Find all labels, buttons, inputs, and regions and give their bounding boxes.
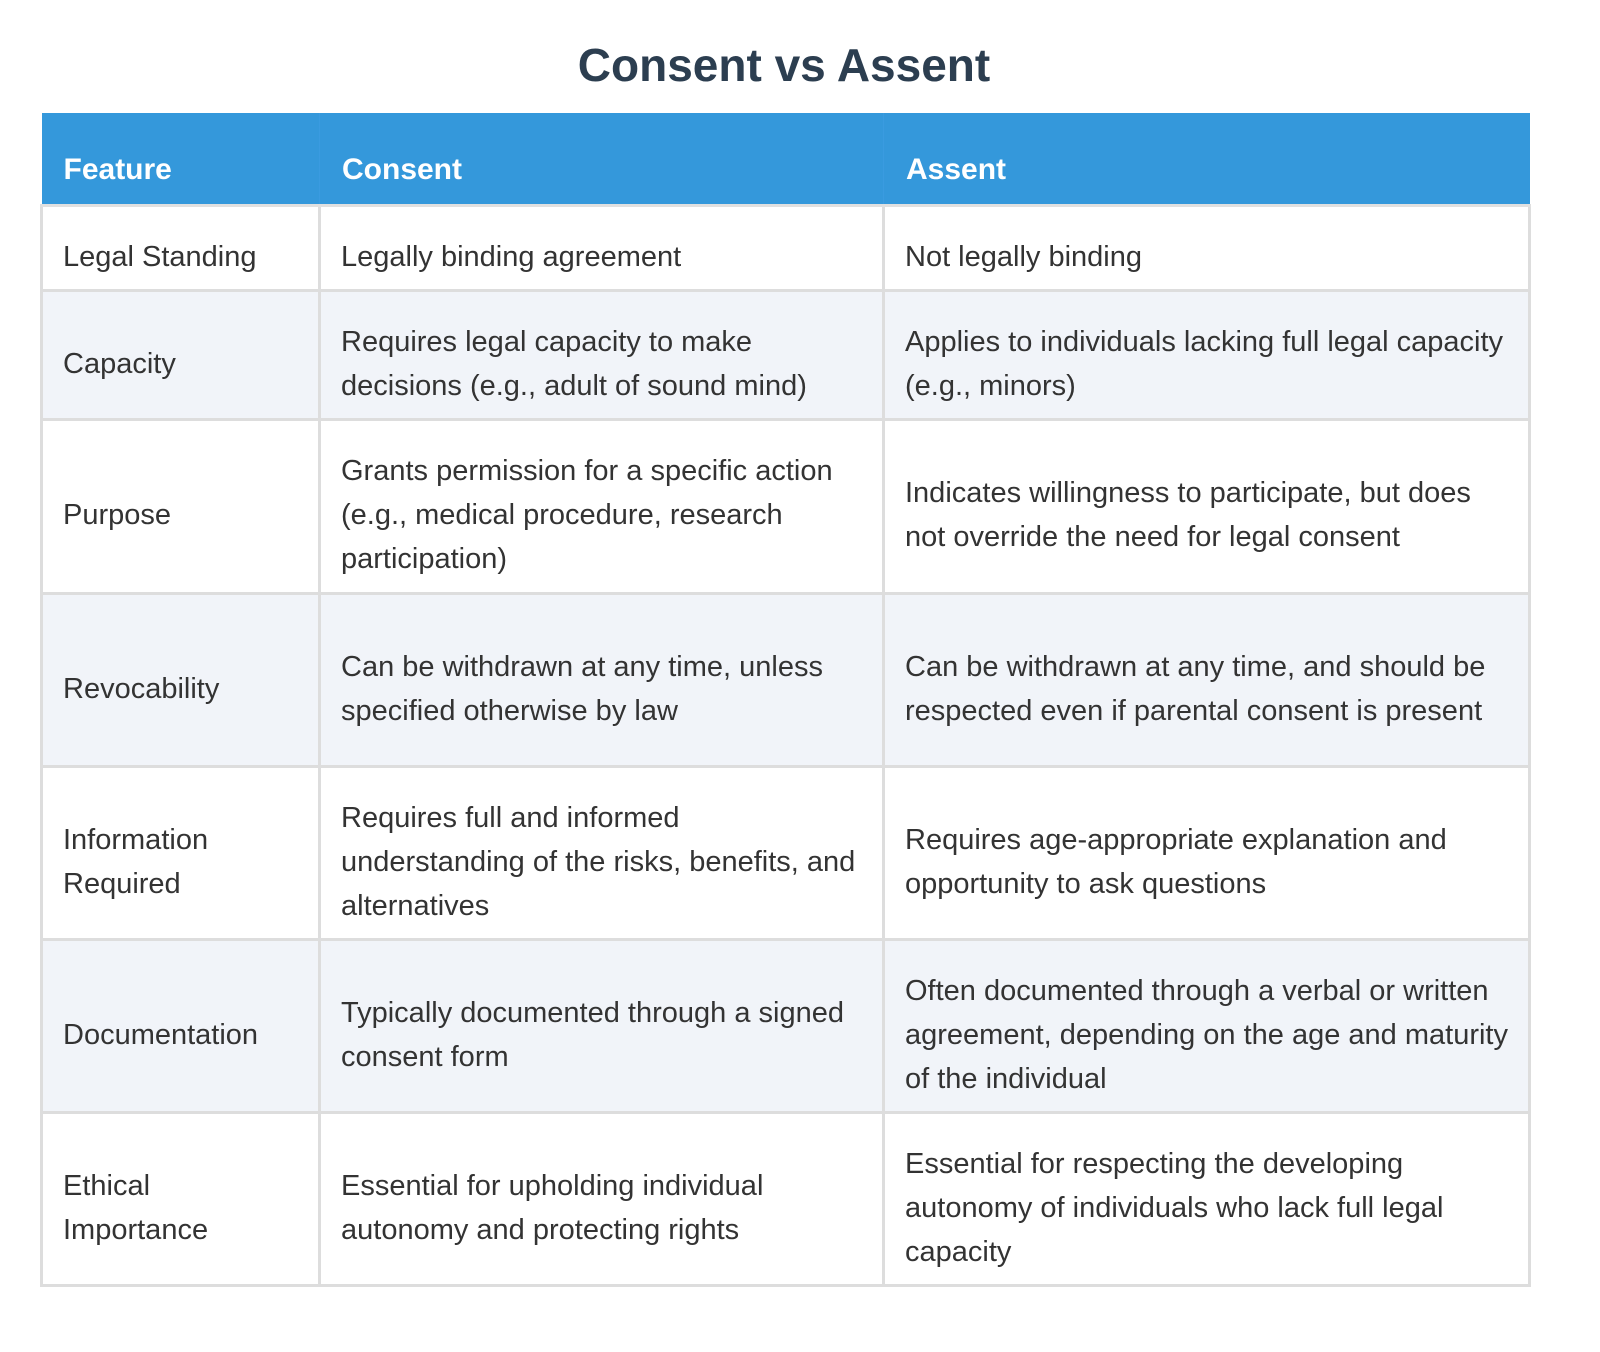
assent-cell: Often documented through a verbal or wri… <box>882 937 1531 1114</box>
page-title: Consent vs Assent <box>577 39 991 91</box>
consent-cell: Legally binding agreement <box>318 203 885 292</box>
consent-cell: Requires full and informed understanding… <box>318 764 885 941</box>
assent-cell: Applies to individuals lacking full lega… <box>882 288 1531 421</box>
table-row: Ethical Importance Essential for upholdi… <box>40 1110 1531 1287</box>
column-header-feature: Feature <box>41 113 320 207</box>
table-header-row: Feature Consent Assent <box>41 113 1530 207</box>
table-row: Capacity Requires legal capacity to make… <box>40 288 1531 421</box>
table-row: Documentation Typically documented throu… <box>40 937 1531 1114</box>
assent-cell: Requires age-appropriate explanation and… <box>882 764 1531 941</box>
column-header-consent: Consent <box>319 113 884 207</box>
assent-cell: Essential for respecting the developing … <box>882 1110 1531 1287</box>
feature-cell: Information Required <box>40 764 321 941</box>
consent-cell: Can be withdrawn at any time, unless spe… <box>318 591 885 768</box>
consent-cell: Grants permission for a specific action … <box>318 417 885 595</box>
feature-cell: Ethical Importance <box>40 1110 321 1287</box>
consent-cell: Essential for upholding individual auton… <box>318 1110 885 1287</box>
feature-cell: Revocability <box>40 591 321 768</box>
assent-cell: Indicates willingness to participate, bu… <box>882 417 1531 595</box>
table-row: Information Required Requires full and i… <box>40 764 1531 941</box>
column-header-assent: Assent <box>883 113 1530 207</box>
consent-cell: Requires legal capacity to make decision… <box>318 288 885 421</box>
assent-cell: Not legally binding <box>882 203 1531 292</box>
table-row: Purpose Grants permission for a specific… <box>40 417 1531 595</box>
feature-cell: Purpose <box>40 417 321 595</box>
comparison-table: Feature Consent Assent Legal Standing Le… <box>40 113 1531 1287</box>
table-row: Revocability Can be withdrawn at any tim… <box>40 591 1531 768</box>
feature-cell: Capacity <box>40 288 321 421</box>
table-row: Legal Standing Legally binding agreement… <box>40 203 1531 292</box>
feature-cell: Legal Standing <box>40 203 321 292</box>
feature-cell: Documentation <box>40 937 321 1114</box>
consent-cell: Typically documented through a signed co… <box>318 937 885 1114</box>
assent-cell: Can be withdrawn at any time, and should… <box>882 591 1531 768</box>
